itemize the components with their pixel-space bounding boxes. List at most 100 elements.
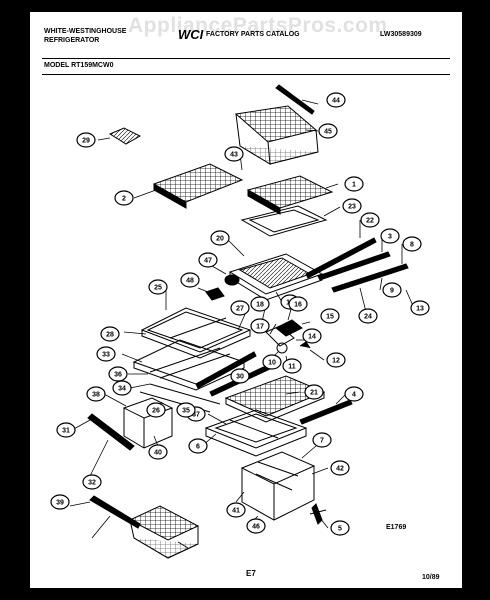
callout-42: 42 bbox=[330, 460, 350, 476]
callout-20: 20 bbox=[210, 230, 230, 246]
callout-label: 40 bbox=[154, 450, 162, 457]
callout-46: 46 bbox=[246, 518, 266, 534]
callout-label: 36 bbox=[114, 372, 122, 379]
callout-label: 48 bbox=[186, 278, 194, 285]
handle-lower bbox=[89, 495, 141, 529]
callout-28: 28 bbox=[100, 326, 120, 342]
rail-30 bbox=[195, 351, 257, 389]
callout-10: 10 bbox=[262, 354, 282, 370]
callout-label: 39 bbox=[56, 500, 64, 507]
callout-label: 45 bbox=[324, 129, 332, 136]
callout-label: 24 bbox=[364, 314, 372, 321]
callout-8: 8 bbox=[402, 236, 422, 252]
ice-tray bbox=[108, 127, 142, 145]
callout-label: 44 bbox=[332, 98, 340, 105]
wci-logo: WCI bbox=[178, 27, 204, 42]
callout-label: 18 bbox=[256, 302, 264, 309]
callout-12: 12 bbox=[326, 352, 346, 368]
callout-39: 39 bbox=[50, 494, 70, 510]
callout-label: 8 bbox=[410, 242, 414, 249]
callout-7: 7 bbox=[312, 432, 332, 448]
callout-26: 26 bbox=[146, 402, 166, 418]
callout-label: 4 bbox=[352, 392, 356, 399]
callout-label: 20 bbox=[216, 236, 224, 243]
callout-label: 14 bbox=[308, 334, 316, 341]
callout-label: 30 bbox=[236, 374, 244, 381]
callout-6: 6 bbox=[188, 438, 208, 454]
callout-label: 32 bbox=[88, 480, 96, 487]
callout-label: 10 bbox=[268, 360, 276, 367]
callout-label: 34 bbox=[118, 386, 126, 393]
callout-label: 27 bbox=[236, 306, 244, 313]
callout-13: 13 bbox=[410, 300, 430, 316]
callout-45: 45 bbox=[318, 123, 338, 139]
catalog-title: FACTORY PARTS CATALOG bbox=[206, 31, 300, 38]
part-47 bbox=[224, 274, 240, 286]
callout-label: 11 bbox=[288, 364, 296, 371]
callout-21: 21 bbox=[304, 384, 324, 400]
wire-shelf-left bbox=[152, 163, 244, 209]
callout-27: 27 bbox=[230, 300, 250, 316]
part-48 bbox=[205, 287, 225, 301]
callout-31: 31 bbox=[56, 422, 76, 438]
callout-label: 1 bbox=[352, 182, 356, 189]
callout-11: 11 bbox=[282, 358, 302, 374]
callout-label: 3 bbox=[388, 234, 392, 241]
diagram-code: E1769 bbox=[386, 524, 407, 531]
bottom-basket bbox=[128, 505, 200, 559]
callout-label: 31 bbox=[62, 428, 70, 435]
callout-label: 23 bbox=[348, 204, 356, 211]
callout-label: 29 bbox=[82, 138, 90, 145]
callout-label: 17 bbox=[256, 324, 264, 331]
callout-32: 32 bbox=[82, 474, 102, 490]
callout-3: 3 bbox=[380, 228, 400, 244]
callout-29: 29 bbox=[76, 132, 96, 148]
callout-24: 24 bbox=[358, 308, 378, 324]
crisper-cover bbox=[224, 375, 326, 423]
callout-44: 44 bbox=[326, 92, 346, 108]
callout-30: 30 bbox=[230, 368, 250, 384]
brand-line-2: REFRIGERATOR bbox=[44, 37, 100, 44]
callout-17: 17 bbox=[250, 318, 270, 334]
callout-48: 48 bbox=[180, 272, 200, 288]
callout-label: 42 bbox=[336, 466, 344, 473]
callout-label: 13 bbox=[416, 306, 424, 313]
callout-22: 22 bbox=[360, 212, 380, 228]
callout-label: 47 bbox=[204, 258, 212, 265]
callout-40: 40 bbox=[148, 444, 168, 460]
divider-top bbox=[42, 58, 450, 59]
trim-strip bbox=[275, 84, 315, 115]
handle-upper bbox=[87, 413, 135, 451]
rod-4 bbox=[299, 399, 353, 425]
callout-23: 23 bbox=[342, 198, 362, 214]
divider-plate bbox=[240, 205, 328, 237]
callout-5: 5 bbox=[330, 520, 350, 536]
freezer-basket-top bbox=[234, 105, 319, 165]
callout-label: 33 bbox=[102, 352, 110, 359]
callout-label: 6 bbox=[196, 444, 200, 451]
callout-35: 35 bbox=[176, 402, 196, 418]
callout-18: 18 bbox=[250, 296, 270, 312]
part-5 bbox=[309, 503, 327, 525]
callout-label: 37 bbox=[192, 412, 200, 419]
crisper-frame bbox=[204, 409, 308, 457]
divider-model bbox=[42, 74, 450, 75]
parts-diagram: 4445294312232238204748925191318161524281… bbox=[50, 84, 430, 559]
callout-label: 26 bbox=[152, 408, 160, 415]
callout-label: 35 bbox=[182, 408, 190, 415]
callout-25: 25 bbox=[148, 279, 168, 295]
callout-16: 16 bbox=[288, 296, 308, 312]
brand-line-1: WHITE-WESTINGHOUSE bbox=[44, 28, 127, 35]
callout-1: 1 bbox=[344, 176, 364, 192]
doc-number: LW30589309 bbox=[380, 31, 422, 38]
meat-pan bbox=[122, 397, 174, 449]
callout-label: 41 bbox=[232, 508, 240, 515]
callout-label: 7 bbox=[320, 438, 324, 445]
callout-label: 43 bbox=[230, 152, 238, 159]
rail-3 bbox=[317, 251, 391, 281]
callout-label: 2 bbox=[122, 196, 126, 203]
callout-label: 22 bbox=[366, 218, 374, 225]
callout-label: 9 bbox=[390, 288, 394, 295]
callout-43: 43 bbox=[224, 146, 244, 162]
